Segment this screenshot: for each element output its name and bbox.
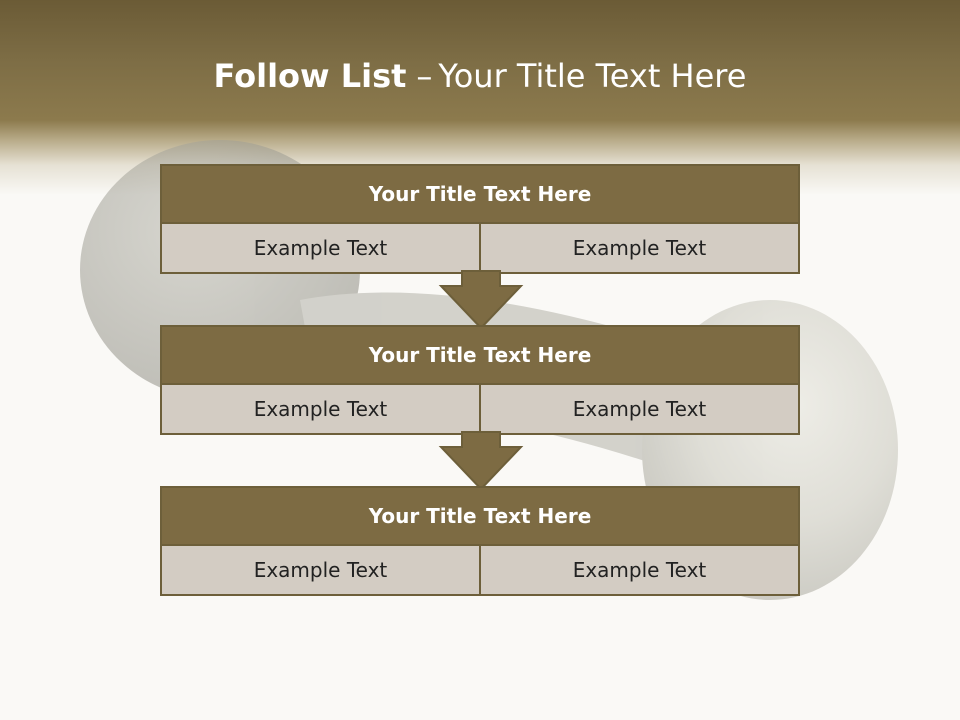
step-cell-left: Example Text xyxy=(162,546,479,594)
slide-title: Follow List–Your Title Text Here xyxy=(0,54,960,98)
step-row: Example Text Example Text xyxy=(162,224,798,272)
title-dash: – xyxy=(416,57,433,95)
step-cell-right: Example Text xyxy=(479,224,798,272)
step-cell-left: Example Text xyxy=(162,385,479,433)
title-rest: Your Title Text Here xyxy=(438,57,747,95)
step-cell-right: Example Text xyxy=(479,546,798,594)
down-arrow-icon xyxy=(438,270,524,330)
step-box-1: Your Title Text Here Example Text Exampl… xyxy=(160,164,800,274)
down-arrow-icon xyxy=(438,431,524,491)
title-bold: Follow List xyxy=(213,57,407,95)
step-cell-right: Example Text xyxy=(479,385,798,433)
step-cell-left: Example Text xyxy=(162,224,479,272)
step-box-2: Your Title Text Here Example Text Exampl… xyxy=(160,325,800,435)
step-title: Your Title Text Here xyxy=(162,488,798,546)
step-row: Example Text Example Text xyxy=(162,385,798,433)
step-row: Example Text Example Text xyxy=(162,546,798,594)
step-title: Your Title Text Here xyxy=(162,166,798,224)
step-title: Your Title Text Here xyxy=(162,327,798,385)
step-box-3: Your Title Text Here Example Text Exampl… xyxy=(160,486,800,596)
